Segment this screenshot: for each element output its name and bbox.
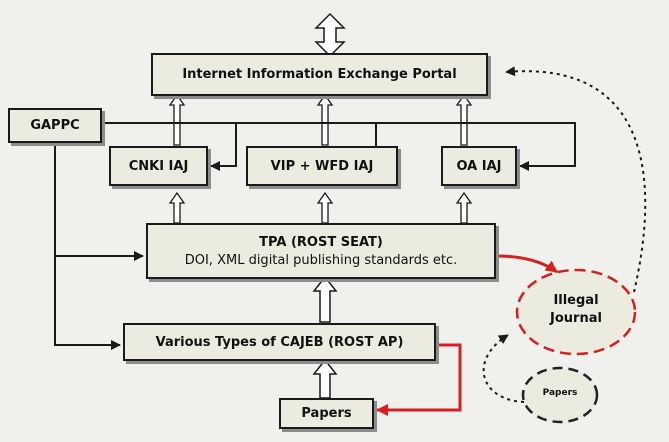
papers-to-illegal-journal-dotted-arrow: [482, 334, 525, 403]
internet-information-exchange-portal-box: Internet Information Exchange Portal: [151, 53, 488, 96]
gappc-label: GAPPC: [30, 118, 80, 133]
papers-ellipse-label: Papers: [530, 388, 590, 398]
tpa-to-oa-arrow: [455, 191, 473, 224]
gappc-to-cajeb-connector: [54, 256, 121, 350]
cajeb-box: Various Types of CAJEB (ROST AP): [123, 323, 436, 361]
papers-box: Papers: [279, 398, 374, 429]
cnki-to-portal-arrow: [168, 93, 186, 146]
oa-iaj-box: OA IAJ: [441, 146, 517, 186]
oa-iaj-label: OA IAJ: [456, 158, 502, 174]
tpa-to-cnki-arrow: [168, 191, 186, 224]
portal-external-double-arrow: [314, 12, 346, 58]
portal-label: Internet Information Exchange Portal: [182, 67, 457, 82]
cajeb-to-papers-red-arrow: [376, 343, 462, 416]
illegal-journal-label-line1: Illegal: [553, 293, 599, 308]
papers-ellipse-text: Papers: [542, 388, 578, 398]
gappc-to-oa-connector: [376, 122, 576, 171]
cajeb-to-tpa-arrow: [312, 275, 338, 323]
papers-box-label: Papers: [301, 406, 352, 421]
tpa-to-vip-arrow: [316, 191, 334, 224]
gappc-to-cnki-connector: [102, 122, 237, 171]
illegal-journal-label: Illegal Journal: [530, 292, 622, 328]
tpa-box: TPA (ROST SEAT) DOI, XML digital publish…: [146, 223, 496, 279]
gappc-box: GAPPC: [8, 108, 102, 143]
tpa-subtitle: DOI, XML digital publishing standards et…: [184, 252, 458, 268]
cnki-iaj-box: CNKI IAJ: [109, 146, 208, 186]
vip-wfd-iaj-box: VIP + WFD IAJ: [246, 146, 398, 186]
cajeb-label: Various Types of CAJEB (ROST AP): [155, 334, 404, 350]
illegal-journal-label-line2: Journal: [550, 311, 602, 326]
vip-to-portal-arrow: [316, 93, 334, 146]
cnki-iaj-label: CNKI IAJ: [128, 158, 189, 174]
oa-to-portal-arrow: [455, 93, 473, 146]
papers-to-cajeb-arrow: [312, 358, 338, 399]
vip-wfd-iaj-label: VIP + WFD IAJ: [270, 158, 374, 174]
illegal-journal-ellipse: [515, 268, 637, 356]
tpa-title: TPA (ROST SEAT): [259, 234, 383, 250]
papers-ellipse: [521, 366, 599, 424]
tpa-to-illegal-journal-red-arrow: [496, 254, 558, 274]
